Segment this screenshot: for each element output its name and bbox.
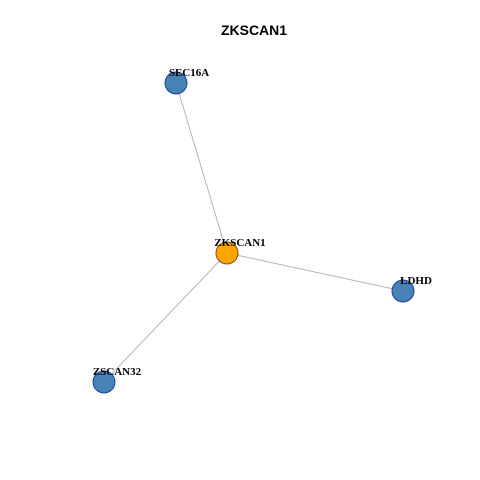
edge-zkscan1-ldhd bbox=[226, 252, 404, 292]
node-circle-zscan32 bbox=[92, 370, 116, 394]
edge-zkscan1-zscan32 bbox=[103, 252, 228, 383]
node-label-sec16a: SEC16A bbox=[169, 67, 209, 79]
node-zkscan1: ZKSCAN1 bbox=[214, 237, 266, 265]
node-circle-zkscan1 bbox=[215, 241, 239, 265]
node-label-ldhd: LDHD bbox=[400, 275, 432, 287]
node-circle-sec16a bbox=[164, 71, 188, 95]
node-label-zscan32: ZSCAN32 bbox=[93, 366, 142, 378]
node-ldhd: LDHD bbox=[391, 275, 432, 303]
node-sec16a: SEC16A bbox=[164, 67, 209, 95]
nodes-group: ZKSCAN1 SEC16A LDHD ZSCAN32 bbox=[92, 67, 432, 394]
node-zscan32: ZSCAN32 bbox=[92, 366, 142, 394]
node-circle-ldhd bbox=[391, 279, 415, 303]
edge-zkscan1-sec16a bbox=[175, 82, 228, 254]
graph-title: ZKSCAN1 bbox=[221, 22, 287, 38]
node-label-zkscan1: ZKSCAN1 bbox=[214, 237, 265, 249]
edges-group bbox=[103, 82, 404, 383]
